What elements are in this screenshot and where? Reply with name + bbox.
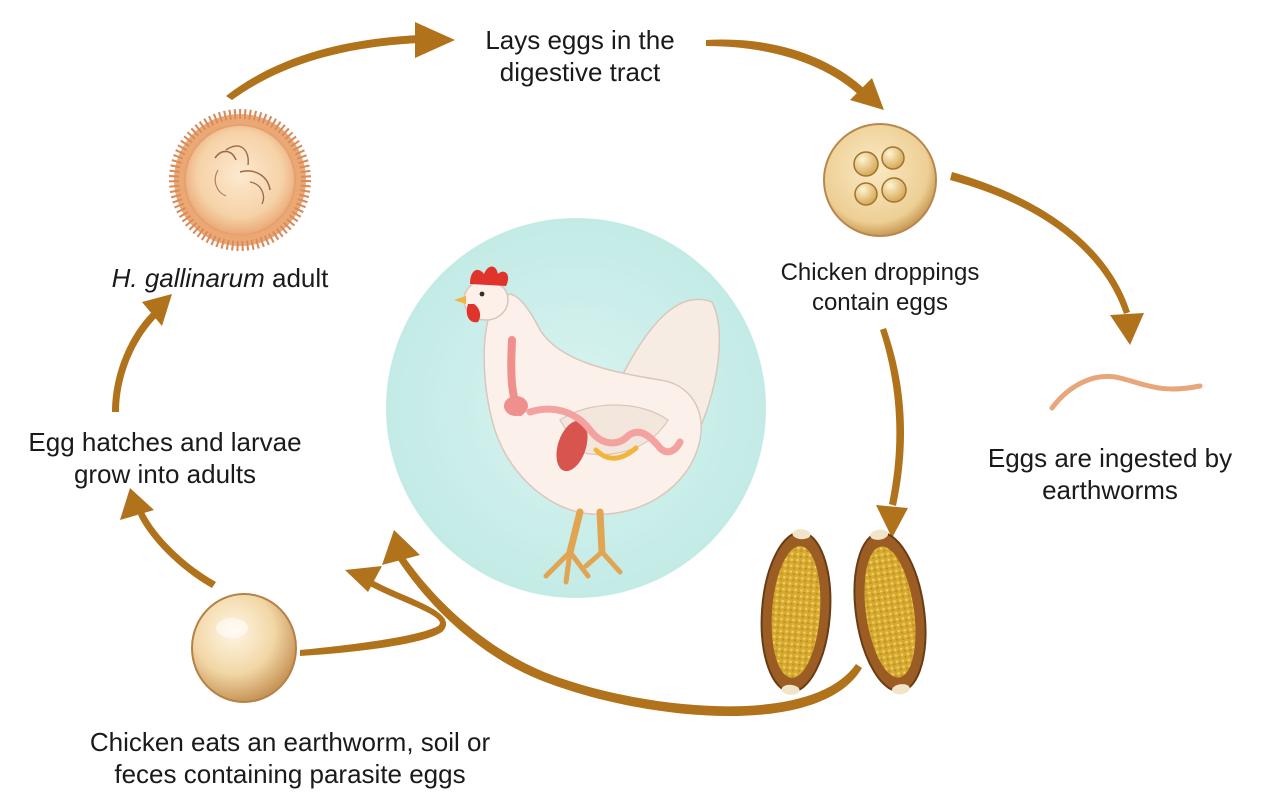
label-chicken-eats-line-1: Chicken eats an earthworm, soil or bbox=[20, 726, 560, 758]
label-hatch-line-1: Egg hatches and larvae bbox=[0, 426, 330, 458]
label-hatch-line-2: grow into adults bbox=[0, 458, 330, 490]
label-ingested: Eggs are ingested by earthworms bbox=[960, 442, 1260, 506]
label-adult-suffix: adult bbox=[265, 263, 329, 293]
label-hatch: Egg hatches and larvae grow into adults bbox=[0, 426, 330, 490]
label-droppings-line-1: Chicken droppings bbox=[730, 258, 1030, 288]
arrow-adult-to-lays bbox=[226, 35, 420, 100]
arrow-hatch-to-adult bbox=[112, 310, 159, 412]
label-lays-eggs-line-1: Lays eggs in the bbox=[420, 24, 740, 56]
egg-cluster-icon bbox=[824, 124, 936, 236]
label-lays-eggs: Lays eggs in the digestive tract bbox=[420, 24, 740, 88]
arrowhead-worm bbox=[1110, 313, 1144, 345]
label-droppings: Chicken droppings contain eggs bbox=[730, 258, 1030, 318]
parasite-egg-left bbox=[756, 527, 835, 697]
label-droppings-line-2: contain eggs bbox=[730, 288, 1030, 318]
label-chicken-eats: Chicken eats an earthworm, soil or feces… bbox=[20, 726, 560, 790]
larva-egg-icon bbox=[192, 594, 296, 702]
arrow-droppings-to-eggs bbox=[880, 328, 904, 506]
earthworm-icon bbox=[1052, 376, 1200, 408]
arrow-larva-to-hatch bbox=[138, 512, 216, 588]
arrowhead-hatch bbox=[120, 488, 154, 520]
adult-worm-cyst-icon bbox=[174, 114, 306, 246]
parasite-egg-pair-icon bbox=[756, 525, 935, 699]
label-adult-stage: H. gallinarum adult bbox=[60, 262, 380, 294]
label-ingested-line-2: earthworms bbox=[960, 474, 1260, 506]
label-adult-species: H. gallinarum bbox=[112, 263, 265, 293]
arrowhead-chicken-a bbox=[382, 530, 420, 565]
label-chicken-eats-line-2: feces containing parasite eggs bbox=[20, 758, 560, 790]
label-lays-eggs-line-2: digestive tract bbox=[420, 56, 740, 88]
chicken-anatomy-icon bbox=[386, 218, 766, 598]
label-ingested-line-1: Eggs are ingested by bbox=[960, 442, 1260, 474]
